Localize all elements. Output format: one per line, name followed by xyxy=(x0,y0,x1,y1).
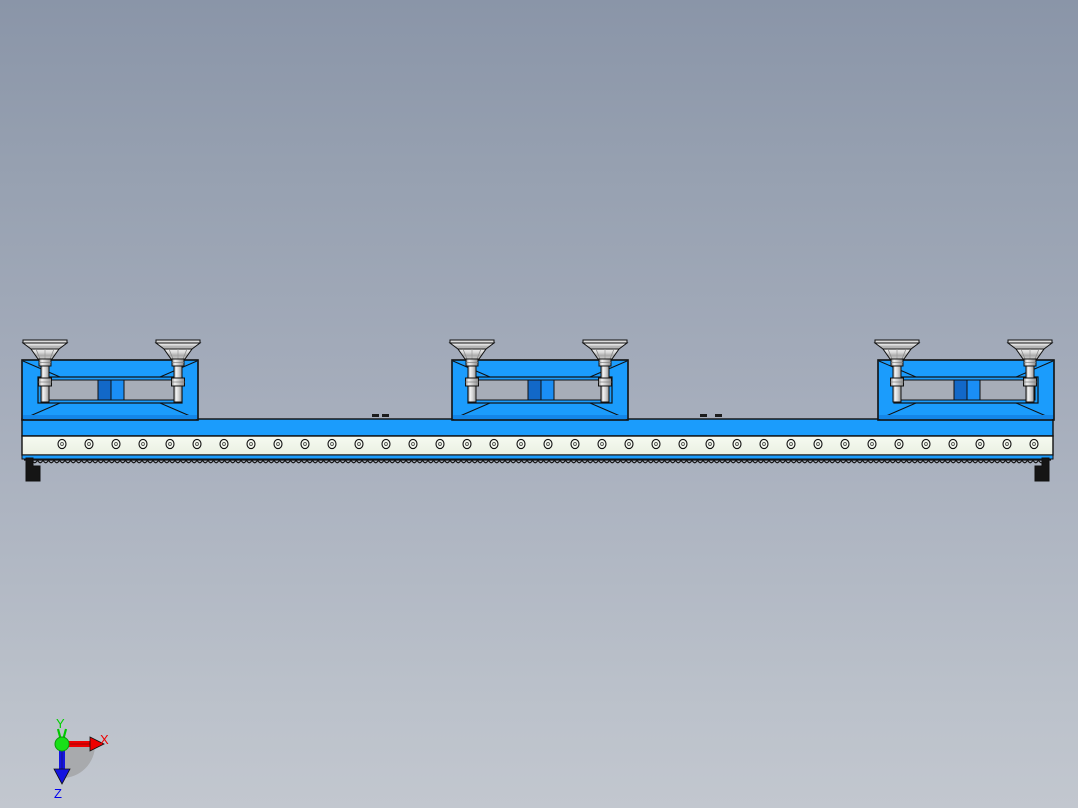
belt-roller-bore xyxy=(897,441,901,447)
chain-link-row xyxy=(31,459,1045,464)
belt-roller-bore xyxy=(978,441,982,447)
belt-roller-bore xyxy=(222,441,226,447)
rail-sensor-mark xyxy=(382,414,389,417)
belt-roller-bore xyxy=(735,441,739,447)
belt-roller-bore xyxy=(627,441,631,447)
belt-roller-bore xyxy=(87,441,91,447)
belt-roller-bore xyxy=(195,441,199,447)
belt-roller-bore xyxy=(357,441,361,447)
belt-roller-bore xyxy=(1032,441,1036,447)
rail-sensor-mark xyxy=(372,414,379,417)
belt-roller-bore xyxy=(762,441,766,447)
triad-label-x: X xyxy=(100,732,109,747)
belt-roller-bore xyxy=(546,441,550,447)
belt-roller-bore xyxy=(816,441,820,447)
triad-label-z: Z xyxy=(54,786,62,801)
belt-roller-bore xyxy=(492,441,496,447)
rail-sensor-mark xyxy=(715,414,722,417)
chain-conveyor[interactable] xyxy=(21,414,1054,482)
orientation-triad[interactable] xyxy=(53,728,105,785)
belt-roller-bore xyxy=(870,441,874,447)
triad-label-y: Y xyxy=(56,716,65,731)
conveyor-top-rail xyxy=(21,418,1054,437)
belt-roller-bore xyxy=(249,441,253,447)
triad-origin[interactable] xyxy=(54,736,70,752)
belt-roller-bore xyxy=(654,441,658,447)
rail-sensor-mark xyxy=(700,414,707,417)
belt-roller-bore xyxy=(438,441,442,447)
belt-roller-bore xyxy=(789,441,793,447)
rail-sensor-marks xyxy=(372,414,722,417)
belt-roller-bore xyxy=(465,441,469,447)
conveyor-under-rail xyxy=(21,454,1054,460)
belt-roller-bore xyxy=(141,441,145,447)
drive-chain xyxy=(24,459,1051,464)
belt-roller-pins xyxy=(57,438,1039,450)
belt-roller-bore xyxy=(951,441,955,447)
belt-roller-bore xyxy=(303,441,307,447)
triad-arc xyxy=(62,745,95,778)
belt-roller-bore xyxy=(330,441,334,447)
conveyor-leg-right xyxy=(1034,457,1050,482)
belt-roller-bore xyxy=(384,441,388,447)
belt-roller-bore xyxy=(681,441,685,447)
belt-roller-bore xyxy=(60,441,64,447)
belt-roller-bore xyxy=(114,441,118,447)
belt-roller-bore xyxy=(519,441,523,447)
belt-roller-bore xyxy=(1005,441,1009,447)
belt-roller-bore xyxy=(843,441,847,447)
belt-roller-bore xyxy=(411,441,415,447)
conveyor-leg-left xyxy=(25,457,41,482)
belt-roller-bore xyxy=(573,441,577,447)
belt-roller-bore xyxy=(924,441,928,447)
belt-roller-bore xyxy=(600,441,604,447)
belt-roller-bore xyxy=(168,441,172,447)
belt-roller-bore xyxy=(276,441,280,447)
belt-roller-bore xyxy=(708,441,712,447)
